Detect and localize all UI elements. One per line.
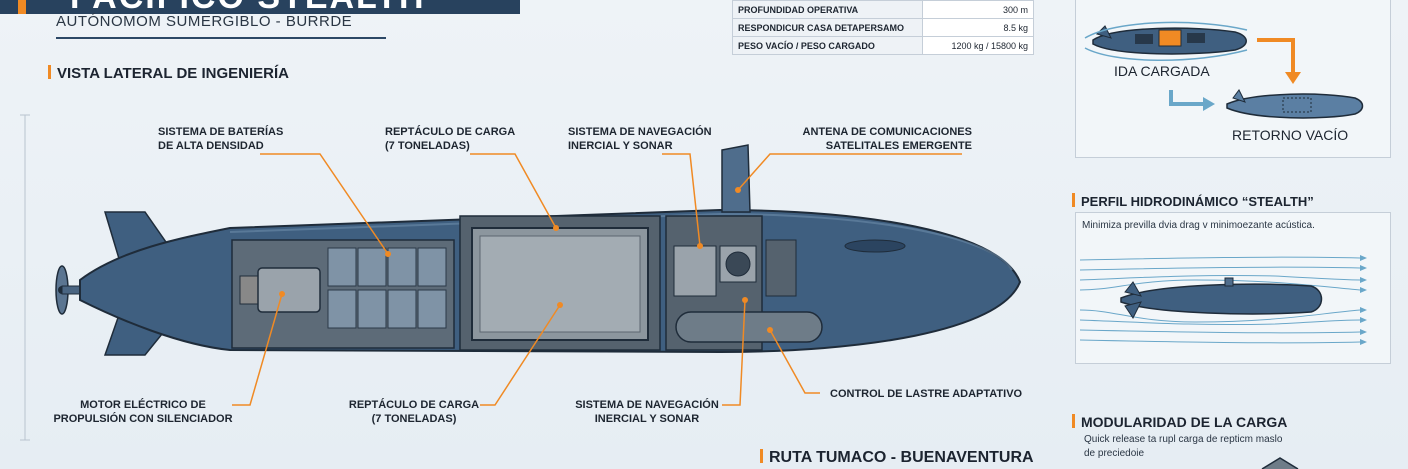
modular-desc-line: de preciedoie bbox=[1084, 448, 1145, 459]
section-route-title: RUTA TUMACO - BUENAVENTURA bbox=[760, 449, 1034, 467]
spec-row: PESO VACÍO / PESO CARGADO 1200 kg / 1580… bbox=[732, 36, 1034, 55]
sonar-dish bbox=[725, 251, 751, 277]
section-lateral-title: VISTA LATERAL DE INGENIERÍA bbox=[48, 65, 289, 82]
mission-graphic bbox=[1084, 21, 1364, 119]
callout-nav-top: SISTEMA DE NAVEGACIÓN INERCIAL Y SONAR bbox=[568, 125, 712, 153]
callout-line: INERCIAL Y SONAR bbox=[594, 413, 700, 425]
section-route-text: RUTA TUMACO - BUENAVENTURA bbox=[769, 449, 1034, 466]
arrow-blue bbox=[1169, 90, 1205, 106]
callout-line: (7 TONELADAS) bbox=[385, 140, 470, 152]
arrow-orange-head bbox=[1285, 72, 1301, 84]
spec-value: 300 m bbox=[922, 0, 1034, 19]
callout-line: ANTENA DE COMUNICACIONES bbox=[802, 126, 973, 138]
section-modular-title: MODULARIDAD DE LA CARGA bbox=[1072, 414, 1287, 430]
ballast-tank bbox=[675, 311, 823, 343]
flow-lines bbox=[1079, 256, 1361, 344]
callout-line: REPTÁCULO DE CARGA bbox=[348, 399, 480, 411]
spec-row: RESPONDICUR CASA DETAPERSAMO 8.5 kg bbox=[732, 18, 1034, 37]
section-bar bbox=[48, 65, 51, 79]
submarine-diagram bbox=[20, 114, 1022, 441]
callout-cargo-bottom: REPTÁCULO DE CARGA (7 TONELADAS) bbox=[348, 398, 480, 426]
loaded-submarine bbox=[1084, 21, 1248, 61]
module-icon bbox=[1261, 457, 1299, 469]
callout-line: SATELITALES EMERGENTE bbox=[825, 140, 972, 152]
subtitle-rule bbox=[56, 37, 386, 39]
callout-line: SISTEMA DE NAVEGACIÓN bbox=[568, 126, 712, 138]
title-band: PACIFICO STEALTH bbox=[0, 0, 520, 14]
electric-motor bbox=[257, 267, 321, 313]
callout-cargo-top: REPTÁCULO DE CARGA (7 TONELADAS) bbox=[385, 125, 515, 153]
mission-empty-label: RETORNO VACÍO bbox=[1232, 127, 1349, 143]
callout-nav-bottom: SISTEMA DE NAVEGACIÓN INERCIAL Y SONAR bbox=[572, 398, 722, 426]
antenna-mast bbox=[721, 144, 751, 213]
callout-line: REPTÁCULO DE CARGA bbox=[385, 126, 516, 138]
arrow-blue-head bbox=[1203, 97, 1215, 111]
callout-motor: MOTOR ELÉCTRICO DE PROPULSIÓN CON SILENC… bbox=[48, 398, 238, 426]
section-bar bbox=[760, 449, 763, 463]
stealth-description: Minimiza previlla dvia drag v minimoezan… bbox=[1082, 220, 1315, 231]
spec-row: PROFUNDIDAD OPERATIVA 300 m bbox=[732, 0, 1034, 19]
callout-line: PROPULSIÓN CON SILENCIADOR bbox=[53, 413, 233, 425]
propeller bbox=[55, 265, 83, 315]
callout-line: (7 TONELADAS) bbox=[371, 413, 457, 425]
section-stealth-text: PERFIL HIDRODINÁMICO “STEALTH” bbox=[1081, 194, 1314, 209]
viewport bbox=[844, 239, 906, 253]
hull-highlight bbox=[229, 212, 1013, 271]
section-bar bbox=[1072, 193, 1075, 207]
title-accent bbox=[18, 0, 26, 14]
spec-table: PROFUNDIDAD OPERATIVA 300 m RESPONDICUR … bbox=[732, 0, 1034, 55]
callout-batteries: SISTEMA DE BATERÍAS DE ALTA DENSIDAD bbox=[158, 125, 283, 153]
mission-profile-panel bbox=[1075, 0, 1391, 158]
flow-arrowheads bbox=[1360, 255, 1367, 345]
section-stealth-title: PERFIL HIDRODINÁMICO “STEALTH” bbox=[1072, 193, 1314, 209]
callout-line: DE ALTA DENSIDAD bbox=[158, 140, 264, 152]
arrow-orange bbox=[1257, 38, 1295, 76]
mission-loaded-label: IDA CARGADA bbox=[1114, 63, 1210, 79]
spec-label: PESO VACÍO / PESO CARGADO bbox=[732, 36, 923, 55]
callout-line: SISTEMA DE NAVEGACIÓN bbox=[575, 399, 719, 411]
modular-desc-line: Quick release ta rupl carga de repticm m… bbox=[1084, 434, 1283, 445]
leader-lines bbox=[232, 153, 962, 406]
stealth-submarine bbox=[1120, 277, 1323, 319]
spec-label: PROFUNDIDAD OPERATIVA bbox=[732, 0, 923, 19]
callout-line: INERCIAL Y SONAR bbox=[568, 140, 673, 152]
empty-submarine bbox=[1226, 89, 1364, 119]
cargo-inner bbox=[479, 235, 641, 333]
battery-pack bbox=[327, 247, 447, 329]
section-lateral-text: VISTA LATERAL DE INGENIERÍA bbox=[57, 65, 289, 82]
section-modular-text: MODULARIDAD DE LA CARGA bbox=[1081, 414, 1288, 430]
callout-line: SISTEMA DE BATERÍAS bbox=[158, 126, 284, 138]
callout-line: MOTOR ELÉCTRICO DE bbox=[80, 399, 206, 411]
flow-graphic bbox=[1079, 255, 1367, 345]
callout-antenna: ANTENA DE COMUNICACIONES SATELITALES EME… bbox=[790, 125, 973, 153]
page-subtitle: AUTÓNOMOM SUMERGIBLO - BURRDE bbox=[56, 13, 353, 30]
page-title: PACIFICO STEALTH bbox=[70, 0, 426, 14]
equipment-rack bbox=[765, 239, 797, 297]
motor-coupling bbox=[239, 275, 261, 305]
callout-ballast: CONTROL DE LASTRE ADAPTATIVO bbox=[830, 388, 1023, 400]
leader-dots bbox=[279, 187, 773, 333]
inertial-unit bbox=[673, 245, 717, 297]
spec-value: 1200 kg / 15800 kg bbox=[922, 36, 1034, 55]
section-bar bbox=[1072, 414, 1075, 428]
